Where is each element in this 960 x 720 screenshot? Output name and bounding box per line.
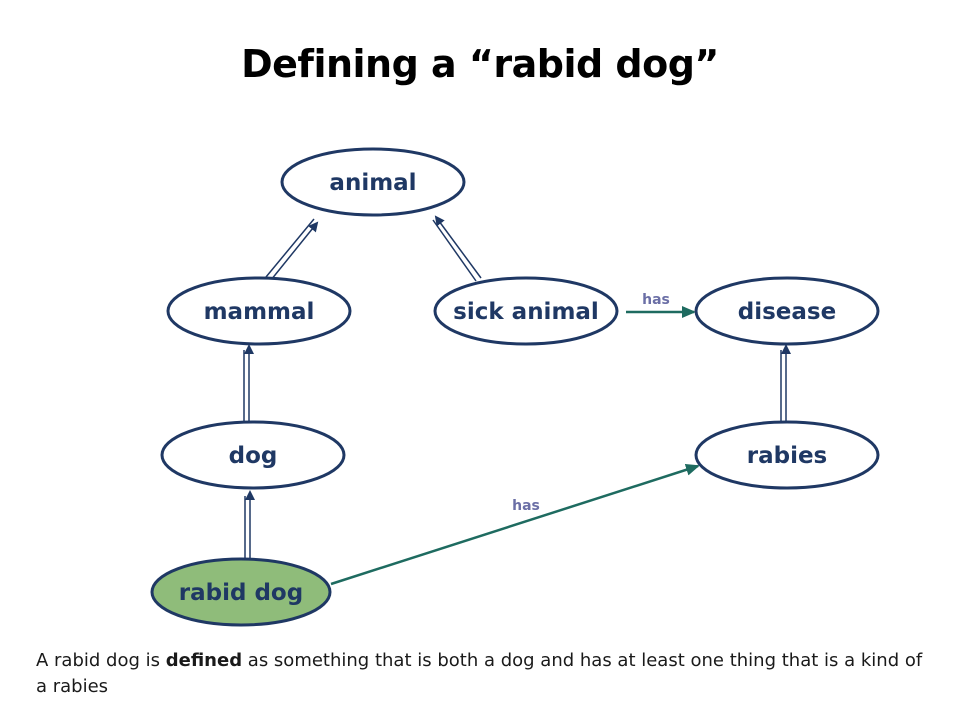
node-mammal-label: mammal <box>204 299 315 325</box>
subclass-edge-sick-animal-animal <box>432 215 482 282</box>
node-animal-label: animal <box>329 170 416 196</box>
subclass-edge-rabies-disease <box>780 344 791 422</box>
node-sick-animal-label: sick animal <box>453 299 599 325</box>
has-label-disease: has <box>642 292 670 308</box>
subclass-edge-mammal-animal <box>265 218 319 281</box>
node-disease-label: disease <box>738 299 836 325</box>
node-rabid-dog-label: rabid dog <box>179 580 303 606</box>
node-rabies-label: rabies <box>747 443 828 469</box>
definition-caption: A rabid dog is defined as something that… <box>36 648 926 700</box>
caption-text-before: A rabid dog is <box>36 650 166 671</box>
page-title: Defining a “rabid dog” <box>241 42 719 86</box>
node-animal: animal <box>280 147 466 217</box>
node-rabies: rabies <box>694 420 880 490</box>
caption-text-after: as something that is both a dog and has … <box>36 650 923 697</box>
node-dog: dog <box>160 420 346 490</box>
caption-emphasis: defined <box>165 650 243 671</box>
subclass-edge-dog-mammal <box>243 344 254 422</box>
node-dog-label: dog <box>229 443 278 469</box>
node-sick-animal: sick animal <box>433 276 619 346</box>
has-edge-rabid-dog-rabies <box>330 463 700 586</box>
node-rabid-dog: rabid dog <box>150 557 332 627</box>
node-disease: disease <box>694 276 880 346</box>
subclass-edge-rabid-dog-dog <box>244 490 255 558</box>
node-mammal: mammal <box>166 276 352 346</box>
has-label-rabies: has <box>512 498 540 514</box>
